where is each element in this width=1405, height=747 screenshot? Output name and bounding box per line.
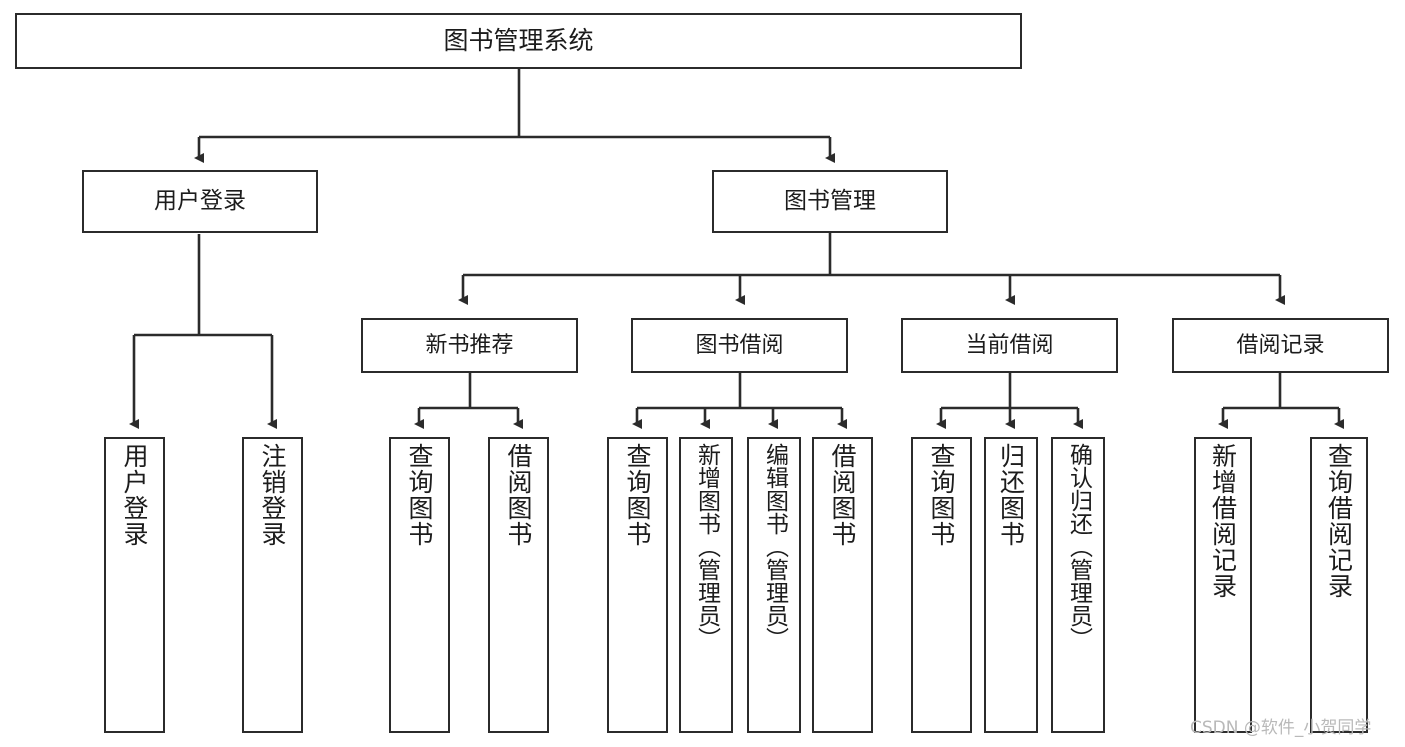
leaf-borrow-record-1[interactable]: 新增借阅记录: [1194, 437, 1252, 733]
node-root[interactable]: 图书管理系统: [15, 13, 1022, 69]
leaf-user-login-2-label: 注销登录: [258, 443, 287, 547]
leaf-current-borrow-2-label: 归还图书: [996, 443, 1026, 547]
node-book-manage-label: 图书管理: [784, 188, 876, 215]
leaf-book-borrow-4-label: 借阅图书: [828, 443, 857, 547]
leaf-current-borrow-3-label: 确认归还（管理员）: [1065, 443, 1092, 650]
leaf-current-borrow-1[interactable]: 查询图书: [911, 437, 972, 733]
node-book-borrow[interactable]: 图书借阅: [631, 318, 848, 373]
leaf-book-borrow-2[interactable]: 新增图书（管理员）: [679, 437, 733, 733]
leaf-borrow-record-2-label: 查询借阅记录: [1324, 443, 1354, 599]
leaf-current-borrow-1-label: 查询图书: [927, 443, 956, 547]
csdn-watermark: CSDN @软件_小贺同学: [1190, 718, 1372, 738]
leaf-book-borrow-2-label: 新增图书（管理员）: [693, 443, 720, 650]
leaf-new-book-2[interactable]: 借阅图书: [488, 437, 549, 733]
leaf-book-borrow-4[interactable]: 借阅图书: [812, 437, 873, 733]
node-new-book-recommend-label: 新书推荐: [425, 332, 514, 358]
leaf-book-borrow-3-label: 编辑图书（管理员）: [761, 443, 788, 650]
node-borrow-record[interactable]: 借阅记录: [1172, 318, 1389, 373]
leaf-user-login-2[interactable]: 注销登录: [242, 437, 303, 733]
leaf-book-borrow-1-label: 查询图书: [623, 443, 652, 547]
node-user-login[interactable]: 用户登录: [82, 170, 318, 233]
node-new-book-recommend[interactable]: 新书推荐: [361, 318, 578, 373]
leaf-borrow-record-2[interactable]: 查询借阅记录: [1310, 437, 1368, 733]
leaf-new-book-1[interactable]: 查询图书: [389, 437, 450, 733]
leaf-current-borrow-2[interactable]: 归还图书: [984, 437, 1038, 733]
leaf-current-borrow-3[interactable]: 确认归还（管理员）: [1051, 437, 1105, 733]
leaf-user-login-1[interactable]: 用户登录: [104, 437, 165, 733]
node-root-label: 图书管理系统: [443, 25, 594, 55]
node-user-login-label: 用户登录: [154, 188, 246, 215]
leaf-book-borrow-3[interactable]: 编辑图书（管理员）: [747, 437, 801, 733]
leaf-new-book-1-label: 查询图书: [405, 443, 434, 547]
leaf-new-book-2-label: 借阅图书: [504, 443, 533, 547]
leaf-user-login-1-label: 用户登录: [120, 443, 149, 547]
leaf-book-borrow-1[interactable]: 查询图书: [607, 437, 668, 733]
node-borrow-record-label: 借阅记录: [1236, 332, 1325, 358]
node-current-borrow-label: 当前借阅: [965, 332, 1054, 358]
node-book-manage[interactable]: 图书管理: [712, 170, 948, 233]
leaf-borrow-record-1-label: 新增借阅记录: [1208, 443, 1238, 599]
node-current-borrow[interactable]: 当前借阅: [901, 318, 1118, 373]
node-book-borrow-label: 图书借阅: [695, 332, 784, 358]
